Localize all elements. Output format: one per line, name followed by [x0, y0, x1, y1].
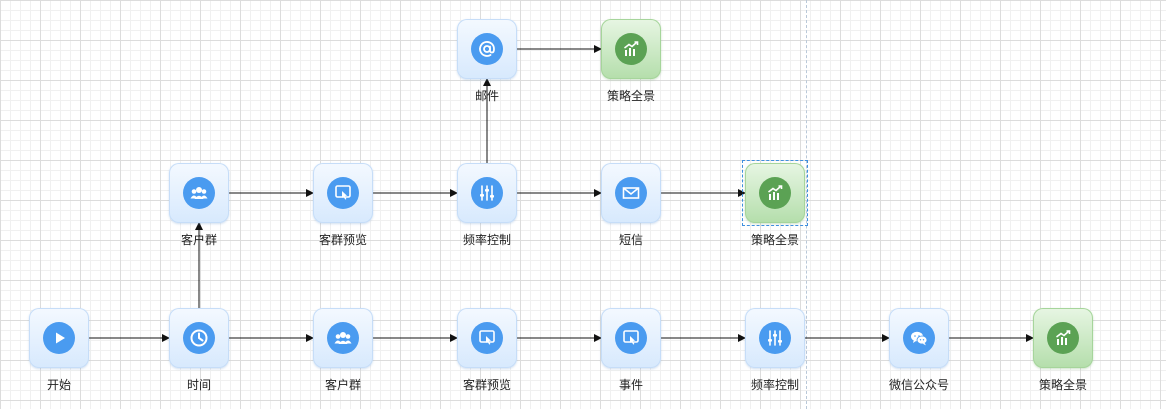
node-tile[interactable]	[601, 163, 661, 223]
node-label: 客群预览	[318, 233, 367, 247]
node-tile[interactable]	[889, 308, 949, 368]
sliders-icon	[471, 177, 503, 209]
node-wechat[interactable]: 微信公众号	[889, 308, 949, 392]
node-label: 策略全景	[750, 233, 799, 247]
node-label: 频率控制	[462, 233, 511, 247]
node-freq-bottom[interactable]: 频率控制	[745, 308, 805, 392]
node-time[interactable]: 时间	[169, 308, 229, 392]
node-email[interactable]: 邮件	[457, 19, 517, 103]
node-tile[interactable]	[169, 308, 229, 368]
page-boundary-guide	[806, 0, 807, 409]
group-icon	[327, 322, 359, 354]
node-label: 客群预览	[462, 378, 511, 392]
wechat-icon	[903, 322, 935, 354]
node-overview-bottom[interactable]: 策略全景	[1033, 308, 1093, 392]
node-tile[interactable]	[457, 308, 517, 368]
node-label: 客户群	[324, 378, 361, 392]
chart-icon	[1047, 322, 1079, 354]
node-label: 频率控制	[750, 378, 799, 392]
node-tile[interactable]	[601, 308, 661, 368]
node-tile[interactable]	[313, 163, 373, 223]
node-tile[interactable]	[745, 163, 805, 223]
node-overview-mid[interactable]: 策略全景	[742, 160, 808, 247]
node-label: 时间	[186, 378, 211, 392]
node-freq-mid[interactable]: 频率控制	[457, 163, 517, 247]
node-tile[interactable]	[457, 19, 517, 79]
node-tile[interactable]	[1033, 308, 1093, 368]
preview-icon	[327, 177, 359, 209]
node-sms[interactable]: 短信	[601, 163, 661, 247]
clock-icon	[183, 322, 215, 354]
node-label: 微信公众号	[888, 378, 949, 392]
preview-icon	[471, 322, 503, 354]
node-event[interactable]: 事件	[601, 308, 661, 392]
node-label: 策略全景	[1038, 378, 1087, 392]
chart-icon	[615, 33, 647, 65]
node-preview-bottom[interactable]: 客群预览	[457, 308, 517, 392]
chart-icon	[759, 177, 791, 209]
node-tile[interactable]	[313, 308, 373, 368]
node-label: 短信	[618, 233, 643, 247]
node-tile[interactable]	[457, 163, 517, 223]
node-tile[interactable]	[745, 308, 805, 368]
node-tile[interactable]	[601, 19, 661, 79]
node-label: 开始	[46, 378, 71, 392]
node-group-bottom[interactable]: 客户群	[313, 308, 373, 392]
preview-icon	[615, 322, 647, 354]
at-icon	[471, 33, 503, 65]
node-tile[interactable]	[29, 308, 89, 368]
node-label: 客户群	[180, 233, 217, 247]
node-tile[interactable]	[169, 163, 229, 223]
node-group-mid[interactable]: 客户群	[169, 163, 229, 247]
node-overview-top[interactable]: 策略全景	[601, 19, 661, 103]
node-preview-mid[interactable]: 客群预览	[313, 163, 373, 247]
sliders-icon	[759, 322, 791, 354]
play-icon	[43, 322, 75, 354]
group-icon	[183, 177, 215, 209]
node-label: 事件	[618, 378, 643, 392]
node-start[interactable]: 开始	[29, 308, 89, 392]
node-label: 邮件	[474, 89, 499, 103]
envelope-icon	[615, 177, 647, 209]
node-label: 策略全景	[606, 89, 655, 103]
